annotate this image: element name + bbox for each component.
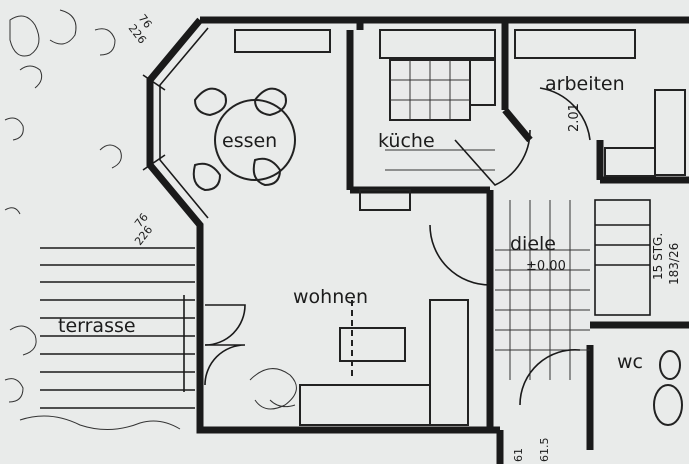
room-label-kueche: küche [378, 130, 435, 152]
garden-foliage [4, 9, 297, 430]
dim-door-arbeiten: 2.01 [567, 103, 582, 132]
walls [146, 16, 689, 464]
room-label-wc: wc [617, 351, 643, 373]
level-mark: ±0.00 [526, 259, 566, 274]
hall-tiles [495, 200, 590, 380]
dim-bottom-b: 61.5 [538, 438, 551, 463]
room-label-terrasse: terrasse [58, 315, 136, 337]
room-label-essen: essen [222, 130, 277, 152]
sofa [299, 299, 469, 426]
bay-window [142, 27, 209, 219]
doors [204, 87, 591, 406]
room-label-wohnen: wohnen [293, 286, 368, 308]
stair [594, 199, 651, 316]
stairs-count: 15 STG. [651, 233, 665, 280]
room-label-diele: diele [510, 233, 556, 255]
terrace-paving [40, 247, 195, 409]
kitchen-counter [359, 29, 496, 211]
room-label-arbeiten: arbeiten [545, 73, 625, 95]
stairs-ratio: 183/26 [667, 243, 681, 285]
wc-fixtures [653, 350, 683, 426]
dining-set [192, 29, 331, 192]
kitchen-tiles [385, 60, 495, 171]
dim-bay-b: 226 [132, 223, 155, 248]
dim-bottom-a: 61 [512, 448, 525, 462]
arbeiten-furniture [514, 29, 686, 177]
